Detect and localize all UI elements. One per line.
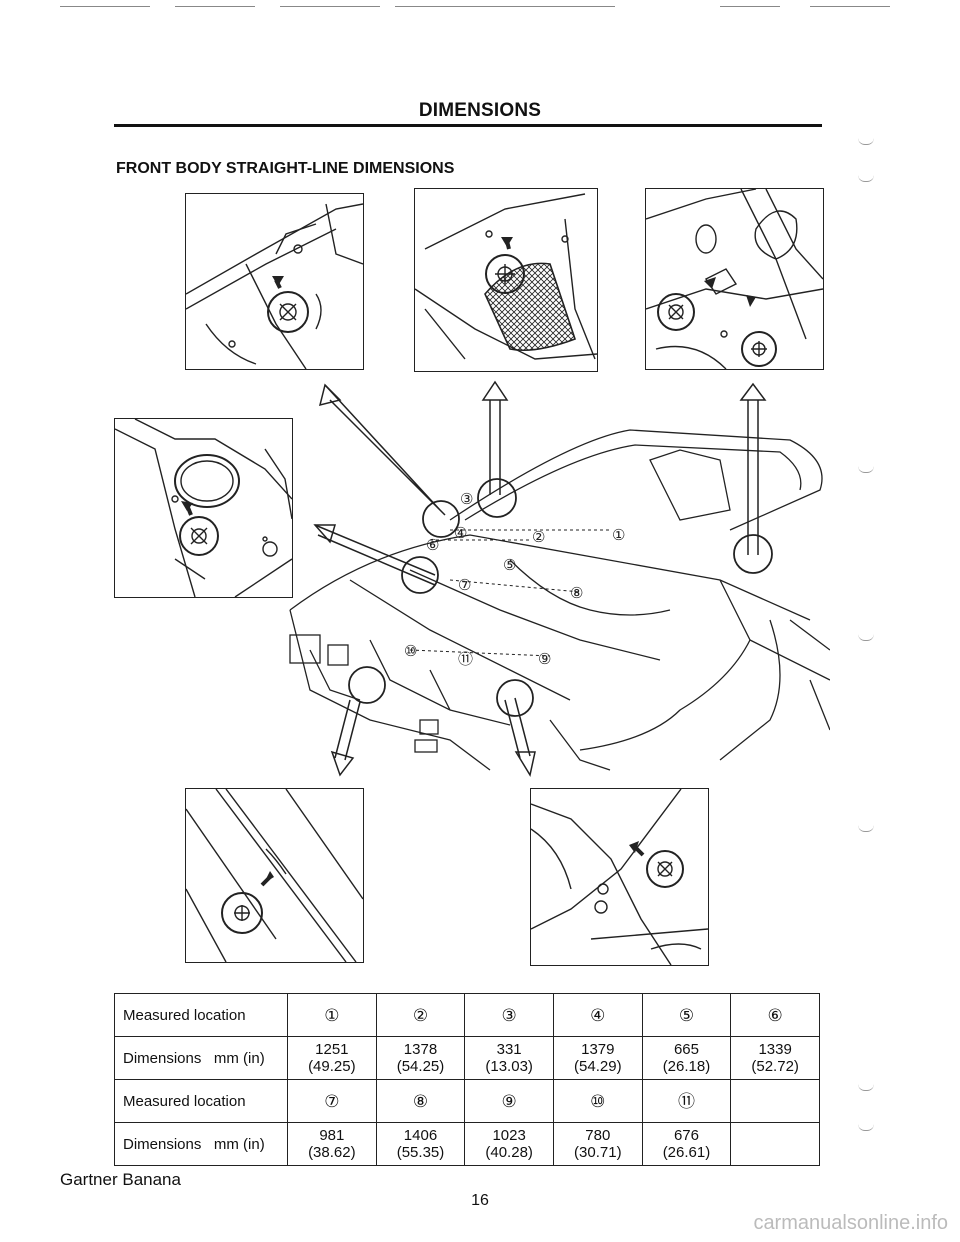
front-body-figure: ① ② ③ ④ ⑤ ⑥ ⑦ ⑧ ⑨ ⑩ ⑪ bbox=[250, 380, 830, 780]
detail-panel-1 bbox=[185, 193, 364, 370]
scan-artifact bbox=[810, 6, 890, 7]
watermark: carmanualsonline.info bbox=[753, 1212, 948, 1234]
dimension-mm: 1406 bbox=[403, 1127, 438, 1144]
dimension-in: (49.25) bbox=[308, 1058, 356, 1075]
dimension-cell: 1406(55.35) bbox=[375, 1122, 466, 1166]
dimension-in: (13.03) bbox=[485, 1058, 533, 1075]
location-cell: ⑧ bbox=[375, 1079, 466, 1123]
dimension-cell: 1378(54.25) bbox=[375, 1036, 466, 1080]
callout-8: ⑧ bbox=[570, 585, 583, 602]
location-cell: ② bbox=[375, 993, 466, 1037]
table-row: Dimensions mm (in) 1251(49.25) 1378(54.2… bbox=[114, 1036, 820, 1080]
dimension-in: (54.25) bbox=[396, 1058, 445, 1075]
footer-brand: Gartner Banana bbox=[60, 1170, 181, 1189]
location-cell-empty bbox=[730, 1079, 820, 1123]
callout-1: ① bbox=[612, 527, 625, 544]
row-label: Measured location bbox=[114, 993, 288, 1037]
detail-drawing-icon bbox=[415, 193, 597, 360]
dimension-cell-empty bbox=[730, 1122, 820, 1166]
dimension-in: (26.18) bbox=[662, 1058, 711, 1075]
dimension-in: (30.71) bbox=[574, 1144, 622, 1161]
location-cell: ⑤ bbox=[641, 993, 732, 1037]
callout-5: ⑤ bbox=[503, 557, 516, 574]
detail-panel-2 bbox=[414, 188, 598, 372]
dimension-in: (54.29) bbox=[574, 1058, 622, 1075]
callout-4: ④ bbox=[454, 525, 467, 542]
scan-artifact bbox=[175, 6, 255, 7]
dimension-cell: 676(26.61) bbox=[641, 1122, 732, 1166]
callout-10: ⑩ bbox=[404, 643, 417, 660]
table-row: Dimensions mm (in) 981(38.62) 1406(55.35… bbox=[114, 1122, 820, 1166]
callout-6: ⑥ bbox=[426, 537, 439, 554]
scan-artifact bbox=[858, 1084, 874, 1091]
detail-panel-3 bbox=[645, 188, 824, 370]
dimension-mm: 331 bbox=[496, 1041, 522, 1058]
row-label: Dimensions mm (in) bbox=[114, 1036, 288, 1080]
callout-2: ② bbox=[532, 529, 545, 546]
scan-artifact bbox=[858, 634, 874, 641]
scan-artifact bbox=[720, 6, 780, 7]
location-cell: ④ bbox=[552, 993, 643, 1037]
dimension-cell: 665(26.18) bbox=[641, 1036, 732, 1080]
dimension-cell: 780(30.71) bbox=[552, 1122, 643, 1166]
location-cell: ① bbox=[287, 993, 377, 1037]
detail-drawing-icon bbox=[531, 789, 708, 965]
scan-artifact bbox=[280, 6, 380, 7]
dimension-cell: 331(13.03) bbox=[464, 1036, 554, 1080]
location-cell: ⑩ bbox=[552, 1079, 643, 1123]
dimension-mm: 665 bbox=[673, 1041, 699, 1058]
dimension-mm: 1339 bbox=[758, 1041, 792, 1058]
dimension-in: (55.35) bbox=[396, 1144, 445, 1161]
dimension-in: (40.28) bbox=[485, 1144, 533, 1161]
dimension-mm: 676 bbox=[673, 1127, 699, 1144]
scan-artifact bbox=[858, 138, 874, 145]
dimensions-table: Measured location ① ② ③ ④ ⑤ ⑥ Dimensions… bbox=[114, 993, 820, 1166]
detail-drawing-icon bbox=[646, 189, 823, 369]
location-cell: ⑦ bbox=[287, 1079, 377, 1123]
dimension-mm: 1251 bbox=[315, 1041, 349, 1058]
dimension-mm: 1379 bbox=[581, 1041, 615, 1058]
scan-artifact bbox=[60, 6, 150, 7]
detail-drawing-icon bbox=[186, 789, 363, 962]
dimension-cell: 1251(49.25) bbox=[287, 1036, 377, 1080]
callout-3: ③ bbox=[460, 491, 473, 508]
dimension-mm: 780 bbox=[585, 1127, 611, 1144]
callout-9: ⑨ bbox=[538, 651, 551, 668]
dimension-cell: 1023(40.28) bbox=[464, 1122, 554, 1166]
dimension-mm: 1378 bbox=[403, 1041, 438, 1058]
section-title: FRONT BODY STRAIGHT-LINE DIMENSIONS bbox=[116, 160, 455, 177]
table-row: Measured location ① ② ③ ④ ⑤ ⑥ bbox=[114, 993, 820, 1037]
scan-artifact bbox=[395, 6, 615, 7]
row-label: Measured location bbox=[114, 1079, 288, 1123]
page-title: DIMENSIONS bbox=[418, 100, 542, 121]
location-cell: ③ bbox=[464, 993, 554, 1037]
callout-11: ⑪ bbox=[458, 651, 473, 668]
dimension-in: (26.61) bbox=[662, 1144, 711, 1161]
dimension-in: (38.62) bbox=[308, 1144, 356, 1161]
location-cell: ⑥ bbox=[730, 993, 820, 1037]
dimension-mm: 1023 bbox=[492, 1127, 526, 1144]
dimension-cell: 981(38.62) bbox=[287, 1122, 377, 1166]
detail-panel-5 bbox=[185, 788, 364, 963]
row-label: Dimensions mm (in) bbox=[114, 1122, 288, 1166]
location-cell: ⑨ bbox=[464, 1079, 554, 1123]
callout-7: ⑦ bbox=[458, 577, 471, 594]
detail-panel-6 bbox=[530, 788, 709, 966]
car-body-drawing-icon: ① ② ③ ④ ⑤ ⑥ ⑦ ⑧ ⑨ ⑩ ⑪ bbox=[289, 380, 830, 777]
scan-artifact bbox=[858, 825, 874, 832]
dimension-mm: 981 bbox=[319, 1127, 345, 1144]
dimension-cell: 1339(52.72) bbox=[730, 1036, 820, 1080]
dimension-cell: 1379(54.29) bbox=[552, 1036, 643, 1080]
detail-panel-4 bbox=[114, 418, 293, 598]
detail-drawing-icon bbox=[186, 203, 363, 369]
location-cell: ⑪ bbox=[641, 1079, 732, 1123]
scan-artifact bbox=[858, 175, 874, 182]
dimension-in: (52.72) bbox=[751, 1058, 799, 1075]
scan-artifact bbox=[858, 1124, 874, 1131]
title-rule bbox=[114, 124, 822, 127]
table-row: Measured location ⑦ ⑧ ⑨ ⑩ ⑪ bbox=[114, 1079, 820, 1123]
detail-drawing-icon bbox=[115, 419, 292, 597]
page-number: 16 bbox=[471, 1192, 489, 1209]
scan-artifact bbox=[858, 466, 874, 473]
